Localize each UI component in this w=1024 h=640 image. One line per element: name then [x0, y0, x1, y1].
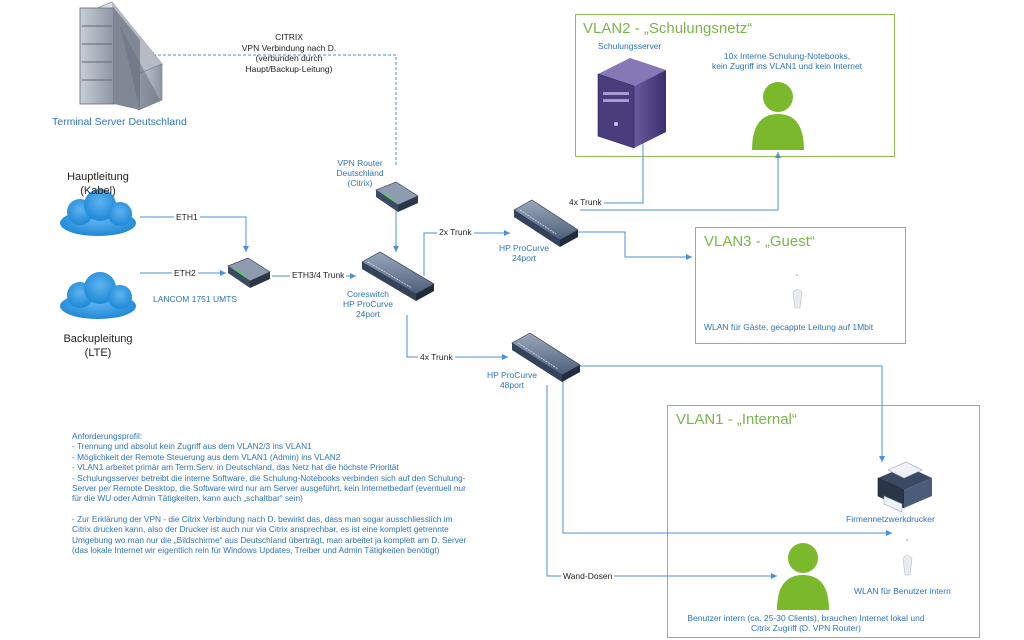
eth34-label: ETH3/4 Trunk: [290, 270, 347, 280]
wand-dosen-label: Wand-Dosen: [561, 571, 615, 581]
vlan1-wlan-label: WLAN für Benutzer intern: [854, 586, 951, 596]
hp24-switch-icon: [513, 199, 579, 247]
schulung-notebooks-label: 10x Interne Schulung-Notebooks, kein Zug…: [692, 51, 882, 71]
trunk4x-bottom-label: 4x Trunk: [418, 352, 455, 362]
vpn-router-label: VPN Router Deutschland (Citrix): [320, 158, 400, 188]
coreswitch-line3: 24port: [355, 309, 381, 319]
backupleitung-line1: Backupleitung: [63, 333, 133, 345]
hp48-line1: HP ProCurve: [487, 370, 537, 380]
notes-line: - Trennung und absolut kein Zugriff aus …: [72, 441, 312, 452]
vpn-router-line3: (Citrix): [347, 178, 373, 188]
notes-line: (das lokale Internet wir eigentlich rein…: [72, 545, 440, 556]
vpn-router-line2: Deutschland: [336, 168, 384, 178]
hp48-printer-link: [578, 365, 885, 462]
notes-line: Citrix drucken kann, also der Drucker is…: [72, 524, 449, 535]
coreswitch-label: Coreswitch HP ProCurve 24port: [330, 289, 406, 319]
trunk2x-label: 2x Trunk: [437, 227, 474, 237]
notes-line: Server per Remote Desktop, die Software …: [72, 483, 466, 494]
lancom-router-icon: [227, 257, 271, 288]
trunk4x-link: [406, 315, 508, 360]
printer-label: Firmennetzwerkdrucker: [846, 514, 935, 524]
backupleitung-cloud-icon: [60, 272, 136, 319]
hp24-line2: 24port: [511, 253, 537, 263]
coreswitch-icon: [361, 251, 435, 301]
requirements-notes: Anforderungsprofil: - Trennung und absol…: [72, 431, 532, 555]
vlan1-wlan-ap-icon: [902, 539, 913, 576]
hp24-server-link: [580, 140, 644, 204]
benutzer-intern-line1: Benutzer intern (ca. 25-30 Clients), bra…: [687, 613, 925, 623]
hp48-label: HP ProCurve 48port: [474, 370, 550, 390]
vlan3-title: VLAN3 - „Guest“: [704, 233, 815, 250]
schulungsserver-icon: [597, 58, 666, 149]
notes-line: - Zur Erklärung der VPN - die Citrix Ver…: [72, 513, 453, 524]
notes-line: Anforderungsprofil:: [72, 431, 143, 441]
hp48-switch-icon: [511, 332, 581, 382]
hp48-line2: 48port: [499, 380, 525, 390]
hauptleitung-label: Hauptleitung (Kabel): [48, 170, 148, 198]
notes-line: [72, 504, 532, 514]
citrix-note-line2: VPN Verbindung nach D.: [241, 42, 337, 53]
vlan3-wlan-ap-icon: [792, 274, 803, 309]
eth2-label: ETH2: [172, 268, 198, 278]
citrix-note-line1: CITRIX: [275, 32, 303, 42]
schulungsserver-label: Schulungsserver: [598, 41, 662, 51]
vlan3-wlan-label: WLAN für Gäste, gecappte Leitung auf 1Mb…: [704, 322, 874, 332]
printer-icon: [877, 461, 932, 513]
wand-dosen-link: [546, 385, 777, 579]
coreswitch-line1: Coreswitch: [346, 289, 390, 299]
notes-line: - Möglichkeit der Remote Steuerung aus d…: [72, 451, 341, 462]
hauptleitung-line2: (Kabel): [80, 185, 116, 197]
citrix-note-line3: (verbunden durch: [255, 53, 323, 63]
citrix-note-line4: Haupt/Backup-Leitung): [245, 63, 333, 74]
notes-line: - Schulungsserver betreibt die interne S…: [72, 472, 466, 483]
vpn-router-icon: [375, 181, 419, 212]
benutzer-intern-label: Benutzer intern (ca. 25-30 Clients), bra…: [664, 613, 948, 633]
lancom-label: LANCOM 1751 UMTS: [153, 294, 238, 304]
terminal-server-label: Terminal Server Deutschland: [52, 116, 187, 128]
schulung-notebooks-person-icon: [752, 82, 804, 150]
notes-line: für die WU oder Admin Tätigkeiten, kann …: [72, 493, 303, 504]
coreswitch-line2: HP ProCurve: [343, 299, 393, 309]
hauptleitung-line1: Hauptleitung: [67, 171, 129, 183]
trunk2x-link: [423, 230, 510, 276]
backupleitung-line2: (LTE): [84, 347, 112, 359]
notes-line: Umgebung wo man nur die „Bildschirme“ au…: [72, 534, 467, 545]
notes-line: - VLAN1 arbeitet primär am Term.Serv. in…: [72, 462, 399, 473]
hp24-vlan3-link: [560, 231, 692, 260]
citrix-note: CITRIX VPN Verbindung nach D. (verbunden…: [214, 32, 364, 74]
trunk4x-top-label: 4x Trunk: [567, 197, 604, 207]
eth1-label: ETH1: [174, 212, 200, 222]
hp24-notebooks-link: [580, 152, 781, 211]
vpn-router-line1: VPN Router: [337, 158, 383, 168]
connection-lines: [140, 52, 892, 579]
backupleitung-label: Backupleitung (LTE): [48, 332, 148, 360]
citrix-vpn-link: [148, 52, 397, 165]
vlan2-title: VLAN2 - „Schulungsnetz“: [583, 20, 753, 37]
hauptleitung-cloud-icon: [60, 189, 136, 236]
vlan3-box: [695, 227, 906, 344]
vlan1-title: VLAN1 - „Internal“: [676, 411, 797, 428]
vlan1-box: [667, 405, 980, 638]
schulung-notebooks-line2: kein Zugriff ins VLAN1 und kein Internet: [711, 61, 863, 71]
schulung-notebooks-line1: 10x Interne Schulung-Notebooks,: [723, 51, 851, 61]
benutzer-intern-line2: Citrix Zugriff (D. VPN Router): [751, 623, 861, 633]
hp24-line1: HP ProCurve: [499, 243, 549, 253]
terminal-server-icon: [79, 1, 163, 111]
eth1-link: [140, 216, 249, 252]
hp48-wlan-link: [562, 380, 892, 536]
benutzer-intern-person-icon: [777, 543, 829, 610]
hp24-label: HP ProCurve 24port: [486, 243, 562, 263]
